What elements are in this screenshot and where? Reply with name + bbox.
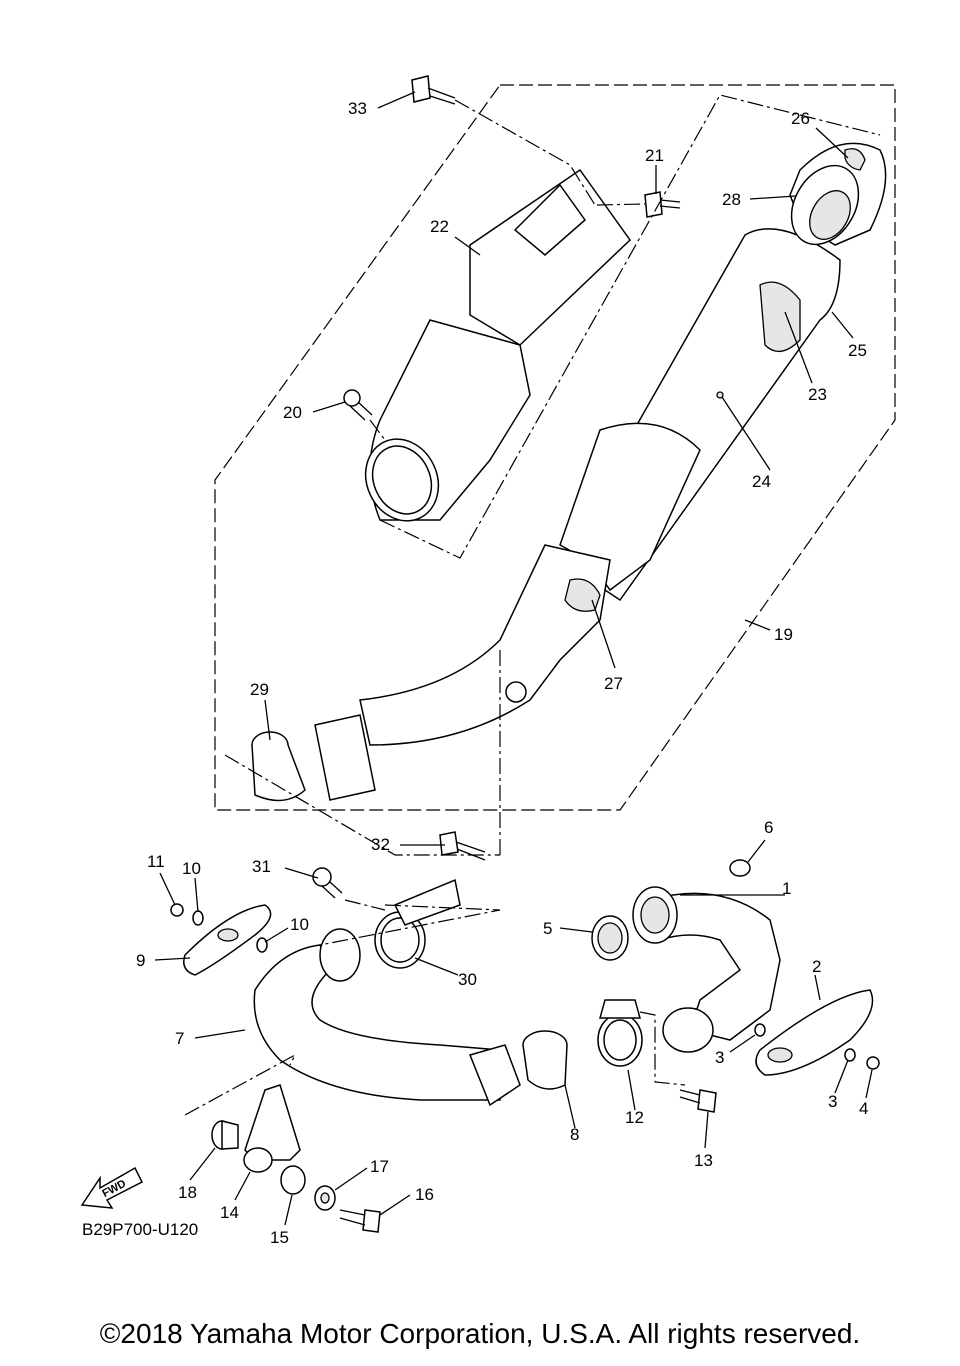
muffler-end-cap [789, 142, 887, 246]
callout-25: 25 [848, 341, 867, 360]
bolt-13 [679, 1089, 717, 1113]
clamp-12 [597, 999, 643, 1067]
callout-5: 5 [543, 919, 552, 938]
callout-4: 4 [859, 1099, 868, 1118]
bolt-32 [439, 831, 486, 861]
nut-6 [729, 859, 751, 877]
callout-16: 16 [415, 1185, 434, 1204]
callout-2: 2 [812, 957, 821, 976]
diagram-code: B29P700-U120 [82, 1220, 198, 1239]
callout-9: 9 [136, 951, 145, 970]
clamp-30 [374, 878, 461, 969]
assembly-line-13 [639, 1011, 686, 1086]
callout-10a: 10 [182, 859, 201, 878]
assembly-line-33 [454, 99, 596, 206]
callout-14: 14 [220, 1203, 239, 1222]
muffler-body [559, 228, 841, 602]
callout-21: 21 [645, 146, 664, 165]
fwd-arrow-icon: FWD [80, 1166, 144, 1209]
callout-20: 20 [283, 403, 302, 422]
callout-31: 31 [252, 857, 271, 876]
exhaust-protector [755, 989, 874, 1076]
bracket-14 [243, 1084, 301, 1173]
muffler-assembly-boundary [214, 84, 896, 811]
callout-18: 18 [178, 1183, 197, 1202]
muffler-protector [364, 168, 631, 522]
callout-15: 15 [270, 1228, 289, 1247]
bolt-4 [866, 1056, 880, 1070]
bolt-31 [312, 867, 343, 899]
bolt-21 [644, 191, 681, 218]
assembly-line-22 [379, 94, 881, 559]
bolt-33 [411, 75, 456, 105]
callouts: 33 21 22 20 26 28 25 23 24 19 27 29 32 3… [136, 99, 868, 1247]
assembly-line-20 [369, 419, 386, 441]
callout-10b: 10 [290, 915, 309, 934]
washer-3a [754, 1023, 766, 1037]
assembly-line-31 [344, 899, 386, 911]
callout-33: 33 [348, 99, 367, 118]
assembly-line-21 [596, 203, 646, 206]
bolt-20 [343, 389, 373, 421]
leader-lines [154, 91, 873, 1226]
washer-17 [314, 1185, 336, 1211]
copyright-notice: ©2018 Yamaha Motor Corporation, U.S.A. A… [99, 1318, 861, 1349]
damper-15 [280, 1165, 306, 1195]
callout-3b: 3 [828, 1092, 837, 1111]
callout-13: 13 [694, 1151, 713, 1170]
callout-11: 11 [147, 852, 165, 871]
protector-9 [183, 904, 272, 976]
collar-18 [211, 1120, 239, 1150]
callout-23: 23 [808, 385, 827, 404]
bolt-16 [339, 1209, 381, 1233]
callout-27: 27 [604, 674, 623, 693]
callout-28: 28 [722, 190, 741, 209]
callout-26: 26 [791, 109, 810, 128]
callout-17: 17 [370, 1157, 389, 1176]
exhaust-pipe [632, 886, 781, 1053]
callout-1: 1 [782, 879, 791, 898]
gasket-8 [522, 1030, 568, 1090]
assembly-line-30 [319, 904, 501, 946]
washer-10b [256, 937, 268, 953]
callout-24: 24 [752, 472, 771, 491]
assembly-line-14 [184, 1053, 297, 1116]
exhaust-parts-diagram: FWD [80, 75, 896, 1247]
assembly-line-29 [224, 754, 500, 856]
callout-8: 8 [570, 1125, 579, 1144]
gasket-5 [591, 915, 629, 961]
bolt-11 [170, 903, 184, 917]
callout-19: 19 [774, 625, 793, 644]
callout-32: 32 [371, 835, 390, 854]
callout-12: 12 [625, 1108, 644, 1127]
callout-6: 6 [764, 818, 773, 837]
callout-7: 7 [175, 1029, 184, 1048]
callout-22: 22 [430, 217, 449, 236]
callout-30: 30 [458, 970, 477, 989]
callout-3a: 3 [715, 1048, 724, 1067]
washer-3b [844, 1048, 856, 1062]
callout-29: 29 [250, 680, 269, 699]
muffler-gasket [251, 731, 306, 802]
washer-10a [192, 910, 204, 926]
muffler-link-pipe [314, 544, 611, 801]
front-exhaust-pipe [253, 928, 521, 1107]
